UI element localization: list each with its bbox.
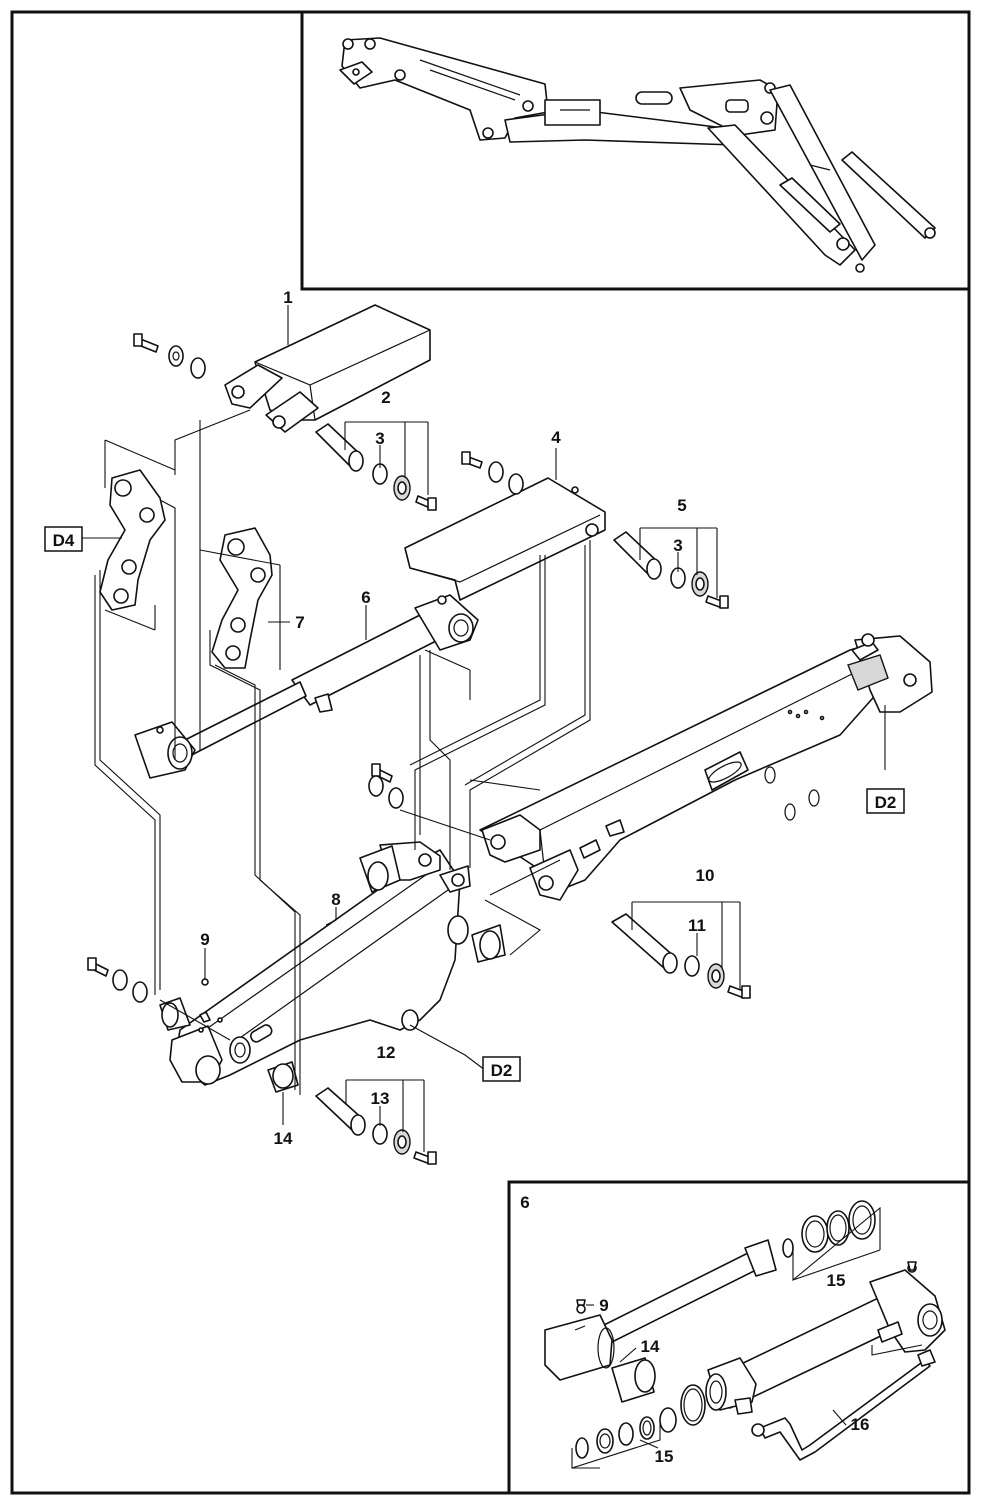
- detail-callout-15-bottom: 15: [655, 1447, 674, 1466]
- callout-3-upper: 3: [375, 429, 384, 448]
- ref-d2-label-right: D2: [875, 793, 897, 812]
- leader-lines: [82, 305, 886, 1152]
- hardware-left-bottom: [87, 957, 209, 1003]
- part-1-bracket: [224, 304, 431, 433]
- detail-inset-cylinder: 6: [507, 1180, 971, 1495]
- callout-3-lower: 3: [673, 536, 682, 555]
- detail-title: 6: [520, 1193, 529, 1212]
- callout-8: 8: [331, 890, 340, 909]
- part-12-pin-assembly: [315, 1087, 437, 1165]
- detail-callout-14: 14: [641, 1337, 660, 1356]
- part-8-link-arm: [169, 841, 471, 1086]
- hardware-part-4: [461, 451, 524, 495]
- callouts: 1 2 3 4 5 3 6 7 8 9 10 11 12 13 14: [200, 288, 714, 1148]
- main-boom-arm: [479, 633, 933, 901]
- ref-d4-label: D4: [53, 531, 75, 550]
- callout-6: 6: [361, 588, 370, 607]
- hardware-part-1: [133, 333, 206, 379]
- part-2-pin-assembly: [315, 423, 437, 511]
- callout-4: 4: [551, 428, 561, 447]
- overview-inset: [300, 10, 971, 291]
- part-5-pin-assembly: [613, 531, 729, 609]
- ref-d4-box: D4: [44, 526, 83, 552]
- d4-plate: [99, 469, 166, 611]
- callout-13: 13: [371, 1089, 390, 1108]
- ref-d2-label-bottom: D2: [491, 1061, 513, 1080]
- detail-callout-16: 16: [851, 1415, 870, 1434]
- bushings: [159, 845, 506, 1093]
- part-10-pin-assembly: [611, 913, 751, 999]
- callout-2: 2: [381, 388, 390, 407]
- ref-d2-box-bottom: D2: [482, 1056, 521, 1082]
- callout-10: 10: [696, 866, 715, 885]
- callout-11: 11: [688, 916, 706, 935]
- part-4-channel: [404, 477, 606, 601]
- detail-callout-15-top: 15: [827, 1271, 846, 1290]
- assembly-guide-lines: [94, 409, 591, 1095]
- callout-9: 9: [200, 930, 209, 949]
- detail-frame: [507, 1180, 971, 1495]
- ref-d2-box-right: D2: [866, 788, 905, 814]
- detail-callout-9: 9: [599, 1296, 608, 1315]
- overview-frame: [300, 10, 971, 291]
- callout-7: 7: [295, 613, 304, 632]
- callout-14: 14: [274, 1129, 293, 1148]
- part-6-cylinder: [134, 594, 479, 779]
- callout-12: 12: [377, 1043, 396, 1062]
- callout-5: 5: [677, 496, 686, 515]
- callout-1: 1: [283, 288, 292, 307]
- part-7-plate: [211, 527, 273, 669]
- hardware-boom: [368, 763, 404, 809]
